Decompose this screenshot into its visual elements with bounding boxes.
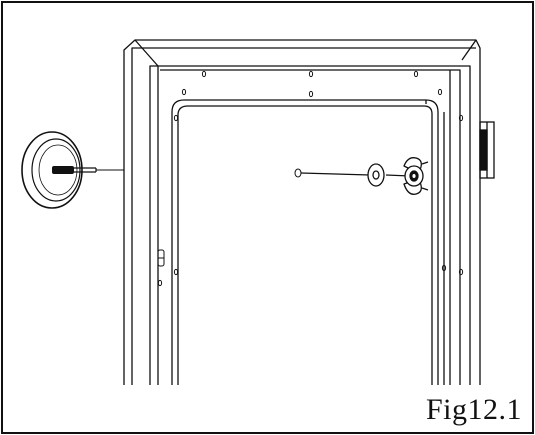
wing-nut bbox=[403, 157, 429, 195]
latch bbox=[157, 249, 165, 267]
door-frame bbox=[123, 39, 481, 385]
probe-rod bbox=[294, 168, 411, 178]
figure-caption: Fig12.1 bbox=[425, 393, 522, 426]
hinge-block bbox=[479, 121, 495, 179]
frame-screws bbox=[157, 70, 464, 287]
thermometer-dial bbox=[21, 131, 124, 209]
washer bbox=[367, 163, 385, 187]
